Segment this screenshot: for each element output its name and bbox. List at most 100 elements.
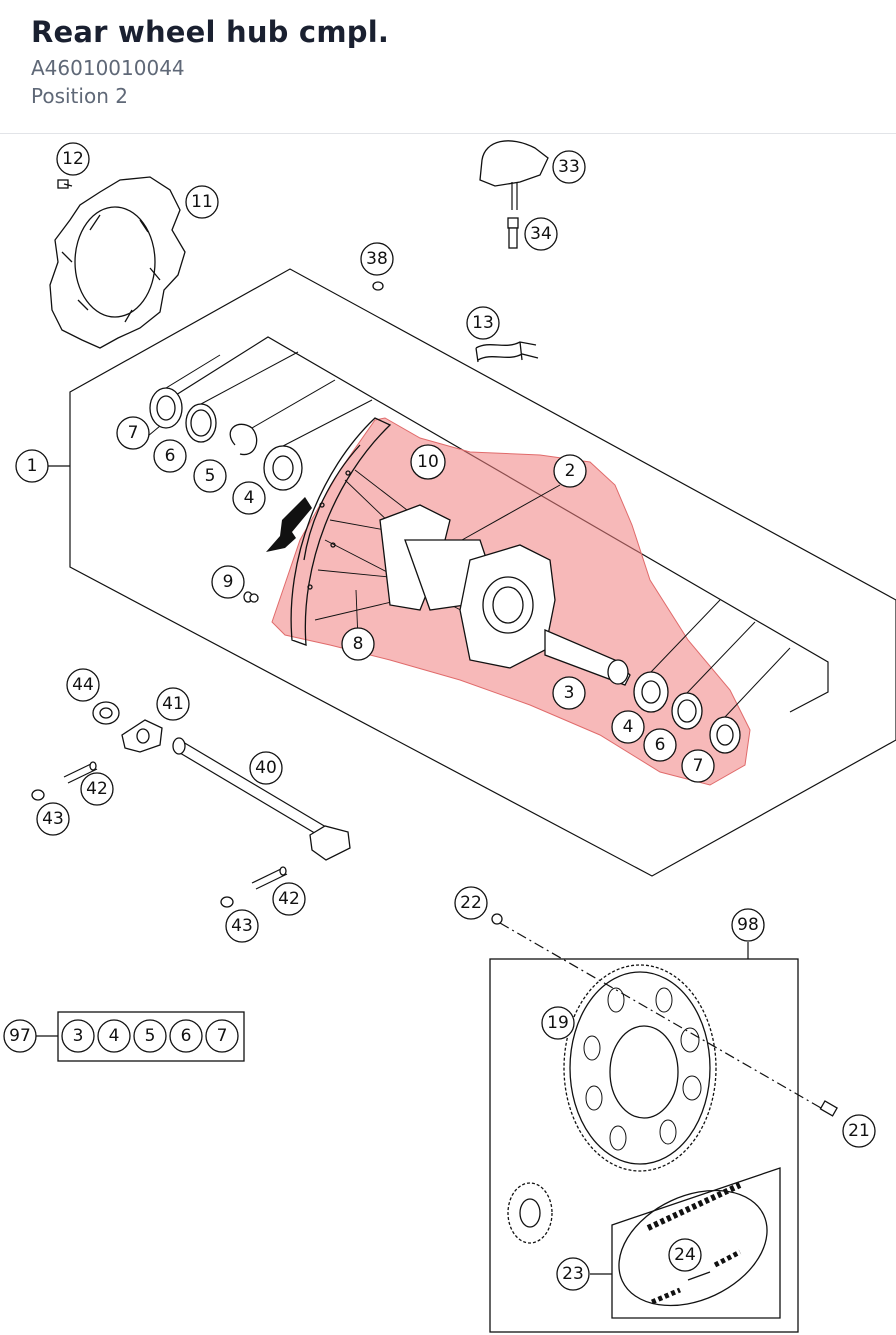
- kit-98-box: [489, 922, 829, 1333]
- callout-19[interactable]: 19: [541, 1006, 575, 1040]
- callout-7b[interactable]: 7: [681, 749, 715, 783]
- brake-disc: [49, 176, 186, 349]
- callout-21[interactable]: 21: [842, 1114, 876, 1148]
- rim: [290, 417, 392, 646]
- assembly-frame: [48, 268, 896, 877]
- right-bearing-set: [633, 671, 741, 754]
- callout-40[interactable]: 40: [249, 751, 283, 785]
- callout-98[interactable]: 98: [731, 908, 765, 942]
- callout-97[interactable]: 97: [3, 1019, 37, 1053]
- callout-4b[interactable]: 4: [611, 710, 645, 744]
- svg-text:44: 44: [72, 675, 94, 695]
- svg-text:6: 6: [655, 735, 666, 755]
- svg-text:41: 41: [162, 694, 184, 714]
- part-19-sprocket: [563, 964, 717, 1172]
- svg-text:42: 42: [278, 889, 300, 909]
- axle: [172, 737, 351, 861]
- kit-97-item[interactable]: 6: [169, 1019, 203, 1053]
- part-34-bolt: [507, 217, 519, 249]
- callout-6a[interactable]: 6: [153, 439, 187, 473]
- part-44-nut: [92, 701, 120, 725]
- callout-5[interactable]: 5: [193, 459, 227, 493]
- callout-1[interactable]: 1: [15, 449, 49, 483]
- svg-text:40: 40: [255, 758, 277, 778]
- svg-text:1: 1: [27, 456, 38, 476]
- part-41-adjuster: [121, 719, 163, 753]
- part-42-bolt-a: [63, 761, 98, 784]
- svg-text:6: 6: [181, 1026, 192, 1046]
- callout-43a[interactable]: 43: [36, 802, 70, 836]
- page-title: Rear wheel hub cmpl.: [31, 15, 390, 49]
- kit-97-item[interactable]: 7: [205, 1019, 239, 1053]
- direction-arrow: [266, 497, 312, 552]
- front-sprocket: [507, 1182, 553, 1244]
- part-43-nut-a: [31, 789, 45, 801]
- callout-10[interactable]: 10: [410, 444, 446, 480]
- part-9-screw: [243, 591, 259, 603]
- part-number: A46010010044: [31, 56, 185, 80]
- callout-3[interactable]: 3: [552, 676, 586, 710]
- callout-12[interactable]: 12: [56, 142, 90, 176]
- svg-text:21: 21: [848, 1121, 870, 1141]
- svg-text:7: 7: [693, 756, 704, 776]
- kit-97-item[interactable]: 5: [133, 1019, 167, 1053]
- part-43-nut-b: [220, 896, 234, 908]
- part-22-nut: [491, 913, 503, 925]
- position-label: Position 2: [31, 84, 128, 108]
- svg-text:5: 5: [145, 1026, 156, 1046]
- svg-text:7: 7: [217, 1026, 228, 1046]
- svg-text:5: 5: [205, 466, 216, 486]
- kit-97-item[interactable]: 4: [97, 1019, 131, 1053]
- svg-text:43: 43: [231, 916, 253, 936]
- svg-text:8: 8: [353, 634, 364, 654]
- callout-34[interactable]: 34: [524, 217, 558, 251]
- callout-22[interactable]: 22: [454, 886, 488, 920]
- hub-body: [379, 504, 631, 686]
- callout-11[interactable]: 11: [185, 185, 219, 219]
- svg-text:3: 3: [564, 683, 575, 703]
- part-33-tool: [479, 140, 549, 210]
- svg-text:43: 43: [42, 809, 64, 829]
- svg-text:23: 23: [562, 1264, 584, 1284]
- svg-text:34: 34: [530, 224, 552, 244]
- leader-lines: [147, 351, 791, 718]
- centerline: [499, 922, 829, 1113]
- svg-text:4: 4: [244, 488, 255, 508]
- svg-text:4: 4: [109, 1026, 120, 1046]
- callout-4a[interactable]: 4: [232, 481, 266, 515]
- callout-41[interactable]: 41: [156, 687, 190, 721]
- callout-2[interactable]: 2: [553, 454, 587, 488]
- callout-23[interactable]: 23: [556, 1257, 590, 1291]
- callout-8[interactable]: 8: [341, 627, 375, 661]
- callout-38[interactable]: 38: [360, 242, 394, 276]
- svg-text:4: 4: [623, 717, 634, 737]
- part-13-strip: [475, 341, 539, 363]
- callout-43b[interactable]: 43: [225, 909, 259, 943]
- callout-24[interactable]: 24: [668, 1238, 702, 1272]
- part-38-nut: [372, 281, 384, 291]
- svg-text:6: 6: [165, 446, 176, 466]
- callout-9[interactable]: 9: [211, 565, 245, 599]
- callout-6b[interactable]: 6: [643, 728, 677, 762]
- kit-97-item[interactable]: 3: [61, 1019, 95, 1053]
- svg-text:97: 97: [9, 1026, 31, 1046]
- part-42-bolt-b: [251, 866, 288, 890]
- exploded-parts-diagram: 1 2 3 4 4 5 6 6 7 7 8 9 10 11 12 13 19 2…: [3, 140, 896, 1333]
- svg-text:3: 3: [73, 1026, 84, 1046]
- callout-33[interactable]: 33: [552, 150, 586, 184]
- svg-text:10: 10: [417, 452, 439, 472]
- svg-text:7: 7: [128, 423, 139, 443]
- svg-text:19: 19: [547, 1013, 569, 1033]
- svg-text:98: 98: [737, 915, 759, 935]
- svg-text:38: 38: [366, 249, 388, 269]
- svg-text:24: 24: [674, 1245, 696, 1265]
- callout-42a[interactable]: 42: [80, 772, 114, 806]
- kit-97-box: [35, 1011, 245, 1062]
- callout-42b[interactable]: 42: [272, 882, 306, 916]
- callout-44[interactable]: 44: [66, 668, 100, 702]
- svg-text:11: 11: [191, 192, 213, 212]
- callout-7a[interactable]: 7: [116, 416, 150, 450]
- page-header: Rear wheel hub cmpl. A46010010044 Positi…: [0, 0, 896, 134]
- callout-13[interactable]: 13: [466, 306, 500, 340]
- svg-text:33: 33: [558, 157, 580, 177]
